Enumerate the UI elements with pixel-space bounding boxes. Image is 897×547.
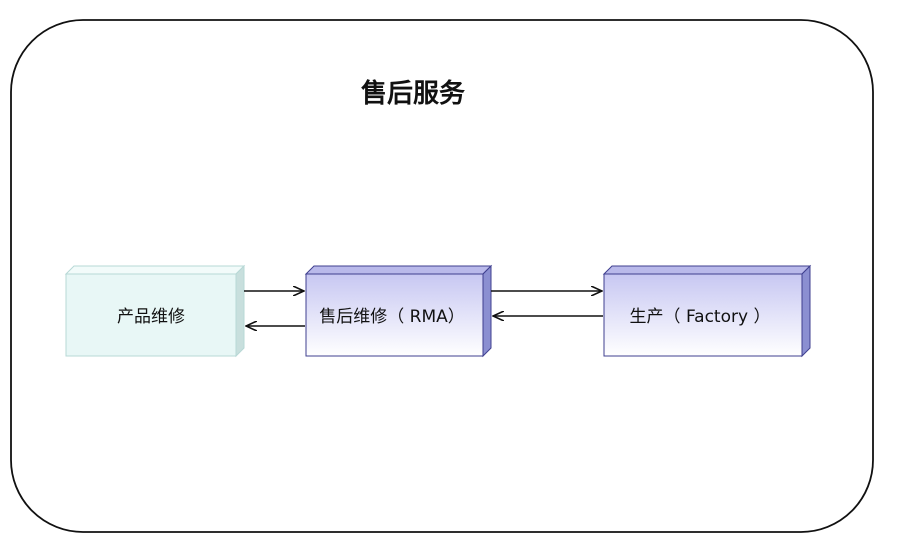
diagram-title: 售后服务 [361,78,465,109]
node-product-repair: 产品维修 [64,264,246,358]
node-product-repair-label: 产品维修 [117,307,185,327]
node-rma-label: 售后维修（ RMA） [319,307,465,327]
node-factory-label: 生产（ Factory ） [630,307,771,327]
node-rma: 售后维修（ RMA） [304,264,493,358]
node-factory: 生产（ Factory ） [602,264,812,358]
